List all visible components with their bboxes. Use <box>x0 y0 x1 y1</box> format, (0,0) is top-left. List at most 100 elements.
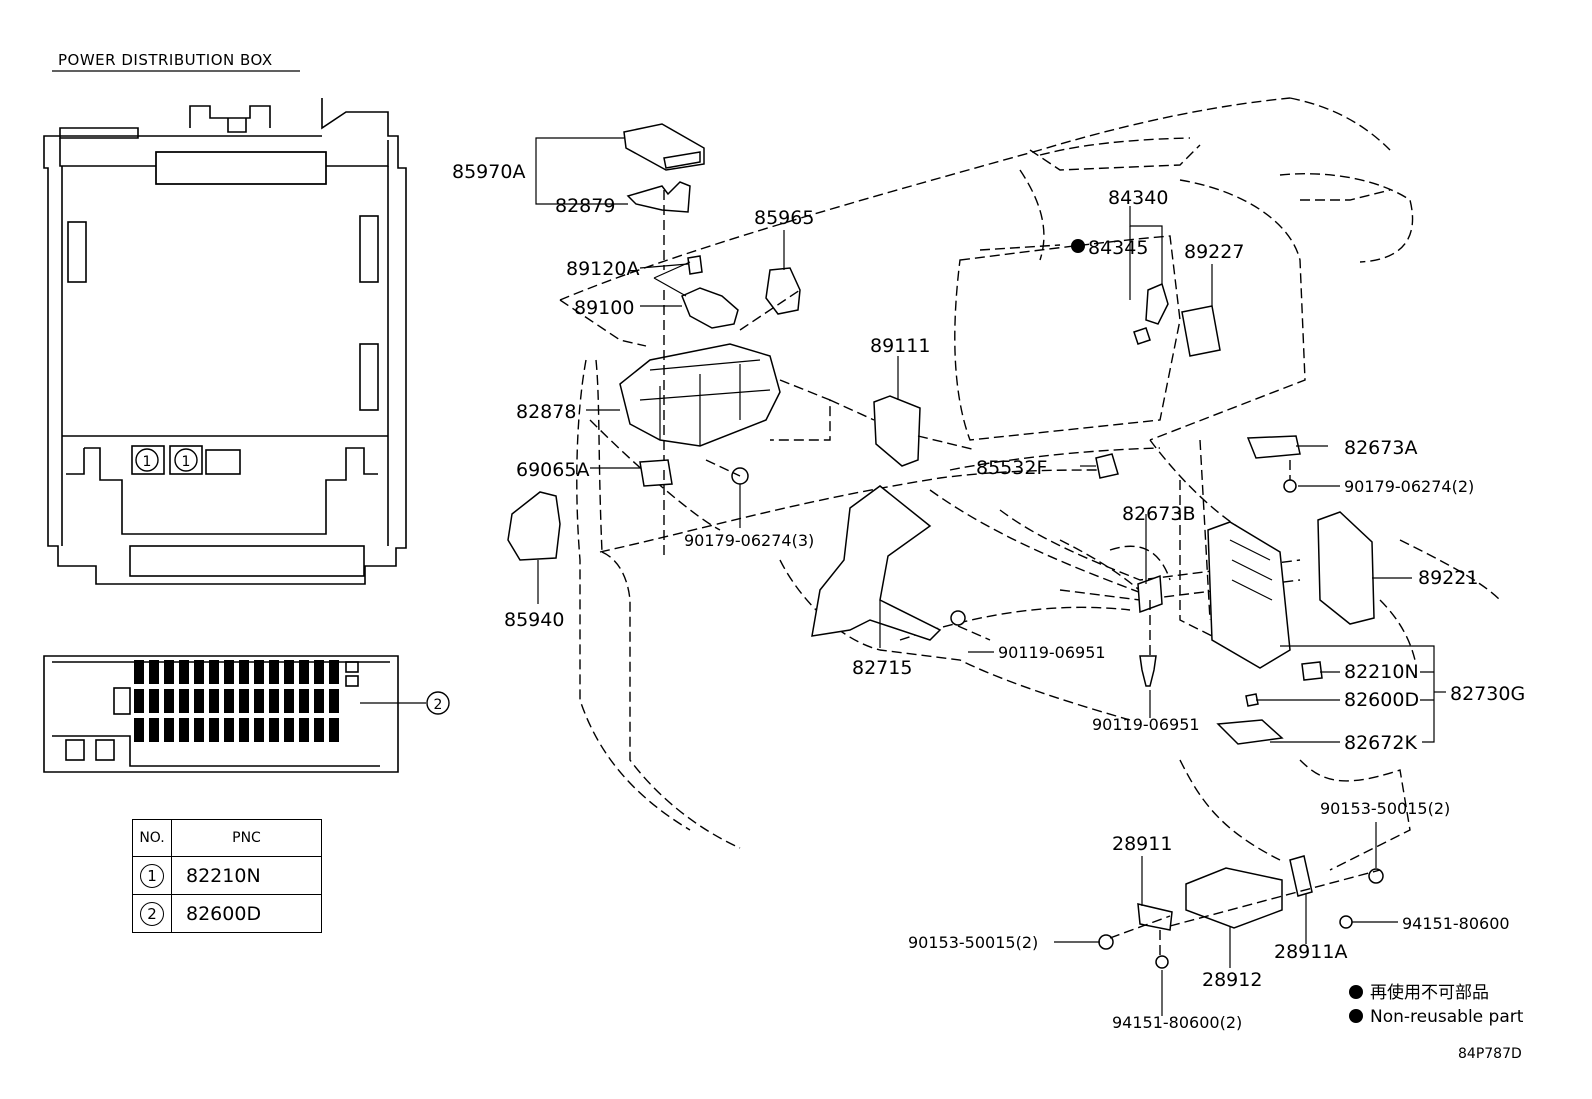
power-distribution-box-side-view: 2 <box>43 655 450 773</box>
fuse-slot <box>149 660 159 684</box>
part-89221-drawing <box>1317 511 1375 625</box>
part-85532F-drawing <box>1095 453 1119 479</box>
part-89100-drawing <box>681 287 739 329</box>
legend-dot-jp <box>1349 985 1363 999</box>
callout-2-circle <box>426 691 450 715</box>
label-89100: 89100 <box>574 297 634 319</box>
fuse-slot <box>164 660 174 684</box>
label-85532F: 85532F <box>976 457 1047 479</box>
fuse-slot <box>314 718 324 742</box>
leader-lines <box>535 137 1446 1016</box>
fuse-slot <box>164 689 174 713</box>
label-84340: 84340 <box>1108 187 1168 209</box>
part-84340-drawing <box>1145 282 1169 325</box>
fuse-slot <box>269 718 279 742</box>
label-90153-50015-l: 90153-50015(2) <box>908 933 1038 952</box>
row-pnc: 82600D <box>171 894 322 933</box>
label-82672K: 82672K <box>1344 732 1417 754</box>
fuse-slot <box>329 689 339 713</box>
part-90119b-drawing <box>1139 655 1157 687</box>
fuse-slot <box>164 718 174 742</box>
label-89221: 89221 <box>1418 567 1478 589</box>
diagram-code: 84P787D <box>1458 1046 1522 1062</box>
fuse-slot <box>329 660 339 684</box>
fuse-slot <box>224 660 234 684</box>
table-row: 1 82210N <box>132 856 322 895</box>
callout-1-text: 1 <box>143 454 152 470</box>
label-85970A: 85970A <box>452 161 525 183</box>
label-82879: 82879 <box>555 195 615 217</box>
fuse-slot <box>269 660 279 684</box>
fuse-slot <box>134 718 144 742</box>
col-pnc-header: PNC <box>171 819 322 857</box>
part-90153r-drawing <box>1368 868 1384 884</box>
fuse-slot <box>299 689 309 713</box>
label-82878: 82878 <box>516 401 576 423</box>
part-28912-drawing <box>1185 867 1283 929</box>
label-28912: 28912 <box>1202 969 1262 991</box>
label-82600D: 82600D <box>1344 689 1419 711</box>
callout-1-circle <box>135 448 159 472</box>
callout-1b-text: 1 <box>182 454 191 470</box>
fuse-slot <box>134 660 144 684</box>
power-distribution-box-top-view: 1 1 <box>43 98 407 585</box>
fuse-slot <box>284 718 294 742</box>
part-94151b-drawing <box>1155 955 1169 969</box>
fuse-slot <box>254 660 264 684</box>
callout-1b-circle <box>174 448 198 472</box>
part-82730G-drawing <box>1207 521 1291 669</box>
label-90153-50015-r: 90153-50015(2) <box>1320 799 1450 818</box>
pnc-table-header: NO. PNC <box>132 819 322 857</box>
fuse-slot <box>194 660 204 684</box>
label-90119-06951-a: 90119-06951 <box>998 643 1106 662</box>
part-82672K-drawing <box>1216 719 1284 745</box>
fuse-slot <box>194 689 204 713</box>
part-90179-2-drawing <box>1283 479 1297 493</box>
label-84345: 84345 <box>1088 237 1148 259</box>
part-82715-drawing <box>811 485 942 641</box>
part-labels: 85970A 82879 89120A 89100 82878 69065A 8… <box>452 161 1525 1032</box>
fuse-slot <box>149 689 159 713</box>
label-89227: 89227 <box>1184 241 1244 263</box>
fuse-slot <box>179 689 189 713</box>
fuse-slot <box>239 689 249 713</box>
label-94151-80600-b: 94151-80600(2) <box>1112 1013 1242 1032</box>
fuse-slot <box>209 660 219 684</box>
fuse-slot <box>269 689 279 713</box>
part-89120A-drawing <box>687 255 703 275</box>
legend: 再使用不可部品 Non-reusable part 84P787D <box>1349 982 1524 1062</box>
part-89227-drawing <box>1181 305 1221 357</box>
fuse-slot <box>209 718 219 742</box>
part-82673B-drawing <box>1137 574 1163 614</box>
label-94151-80600-r: 94151-80600 <box>1402 914 1510 933</box>
callout-2-text: 2 <box>434 697 443 713</box>
legend-en: Non-reusable part <box>1370 1007 1524 1027</box>
part-82878-drawing <box>619 343 781 447</box>
label-90179-06274-3: 90179-06274(3) <box>684 531 814 550</box>
label-82673A: 82673A <box>1344 437 1417 459</box>
fuse-slot <box>314 660 324 684</box>
part-69065A-drawing <box>639 459 673 487</box>
fuse-slot <box>179 718 189 742</box>
part-85965-drawing <box>765 267 801 315</box>
label-69065A: 69065A <box>516 459 589 481</box>
fuse-slot <box>194 718 204 742</box>
part-82879-drawing <box>626 181 691 213</box>
label-85940: 85940 <box>504 609 564 631</box>
part-82673A-drawing <box>1246 435 1301 459</box>
part-28911A-drawing <box>1289 855 1313 897</box>
label-89120A: 89120A <box>566 258 639 280</box>
label-82210N: 82210N <box>1344 661 1419 683</box>
fuse-slot <box>134 689 144 713</box>
part-94151r-drawing <box>1339 915 1353 929</box>
pnc-table: NO. PNC 1 82210N 2 82600D <box>132 819 322 933</box>
fuse-slot <box>224 718 234 742</box>
fuse-slot <box>254 718 264 742</box>
label-85965: 85965 <box>754 207 814 229</box>
part-82210N-drawing <box>1301 661 1323 681</box>
part-89111-drawing <box>873 395 921 467</box>
label-82673B: 82673B <box>1122 503 1195 525</box>
label-90179-06274-2: 90179-06274(2) <box>1344 477 1474 496</box>
label-28911A: 28911A <box>1274 941 1347 963</box>
header-title: POWER DISTRIBUTION BOX <box>58 51 273 69</box>
